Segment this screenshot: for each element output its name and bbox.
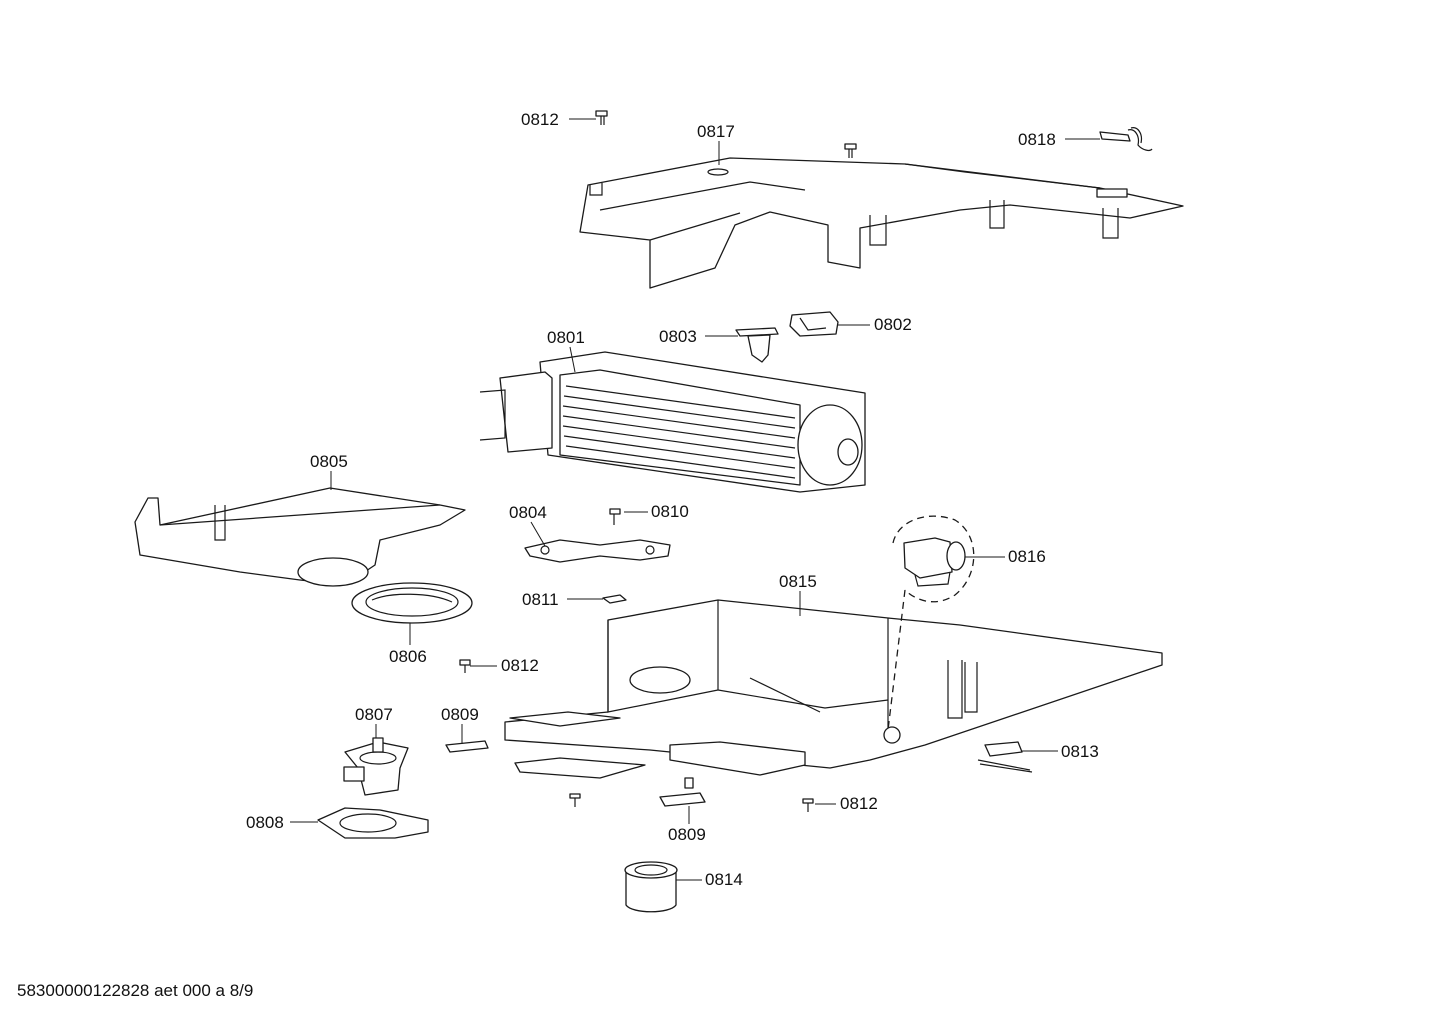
part-0811-washer [602,594,627,604]
document-footer-code: 58300000122828 aet 000 a 8/9 [17,981,254,1000]
screw-bottom-left [569,793,581,807]
part-0814-cap [624,861,678,913]
label-0809-top: 0809 [441,705,479,724]
screw-cover [844,143,857,158]
label-0812-mid: 0812 [501,656,539,675]
leader-lines [290,118,1100,881]
part-labels: 0812 0817 0818 0802 0803 0801 0805 0804 … [246,110,1099,889]
label-0803: 0803 [659,327,697,346]
part-0806-flap [351,582,473,624]
label-0812-bottom: 0812 [840,794,878,813]
label-0816: 0816 [1008,547,1046,566]
label-0808: 0808 [246,813,284,832]
label-0814: 0814 [705,870,743,889]
part-0813-switch [977,741,1033,773]
label-0806: 0806 [389,647,427,666]
label-0813: 0813 [1061,742,1099,761]
label-0809-bottom: 0809 [668,825,706,844]
label-0804: 0804 [509,503,547,522]
part-0804-bracket [524,539,671,563]
screw-0810 [609,508,621,525]
part-0808-plate [317,807,429,839]
part-0801-fan [479,351,866,493]
part-0805-duct [134,487,466,587]
part-0802-clip [789,311,839,337]
label-0812-top: 0812 [521,110,559,129]
label-0810: 0810 [651,502,689,521]
part-0807-motor [343,737,409,796]
screw-0812-mid [459,659,471,673]
detail-callout-0816 [887,515,975,731]
label-0817: 0817 [697,122,735,141]
label-0811: 0811 [522,590,559,609]
label-0815: 0815 [779,572,817,591]
label-0802: 0802 [874,315,912,334]
part-0803-clip [735,327,779,363]
screw-0812-top [595,110,608,125]
part-0815-base-tray [504,599,1163,779]
label-0801: 0801 [547,328,585,347]
label-0805: 0805 [310,452,348,471]
part-0817-top-cover [579,157,1184,289]
label-0807: 0807 [355,705,393,724]
screw-0812-bottom [802,798,814,812]
part-0809-clip-a [445,740,489,753]
part-0818-sensor [1099,127,1153,151]
part-0809-clip-b [659,777,706,807]
label-0818: 0818 [1018,130,1056,149]
